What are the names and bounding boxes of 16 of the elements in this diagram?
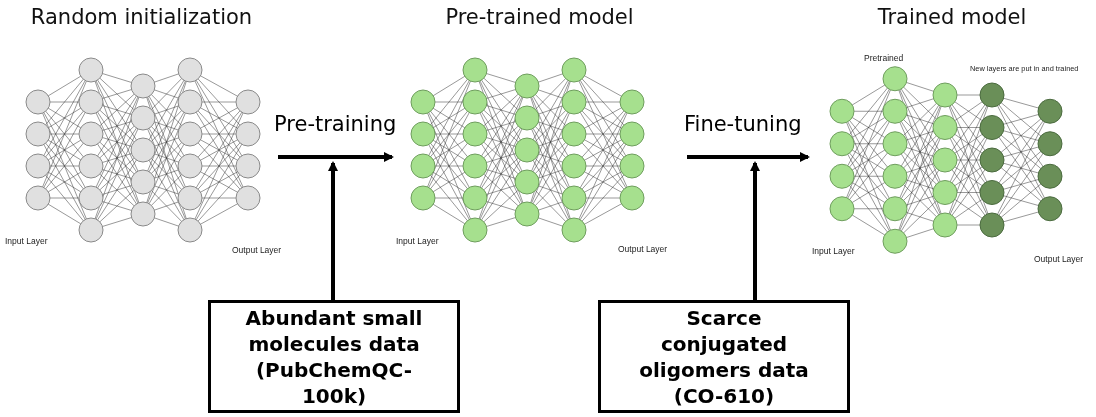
- dataset-box: Scarce conjugated oligomers data (CO-610): [598, 300, 850, 413]
- layer-label: Output Layer: [232, 245, 282, 255]
- layer-label: Pretrained: [864, 53, 904, 63]
- layer-label: Input Layer: [5, 236, 48, 246]
- dataset-box: Abundant small molecules data (PubChemQC-100k): [208, 300, 460, 413]
- layer-label: Input Layer: [396, 236, 439, 246]
- layer-label: Output Layer: [1034, 254, 1084, 264]
- arrow: [278, 152, 394, 162]
- arrow: [328, 161, 338, 300]
- layer-label: Input Layer: [812, 246, 855, 256]
- arrow: [750, 161, 760, 300]
- model-title: Pre-trained model: [444, 5, 635, 29]
- model-title: Trained model: [876, 5, 1028, 29]
- arrow: [687, 152, 810, 162]
- model-title: Random initialization: [29, 5, 254, 29]
- layer-label: Output Layer: [618, 244, 668, 254]
